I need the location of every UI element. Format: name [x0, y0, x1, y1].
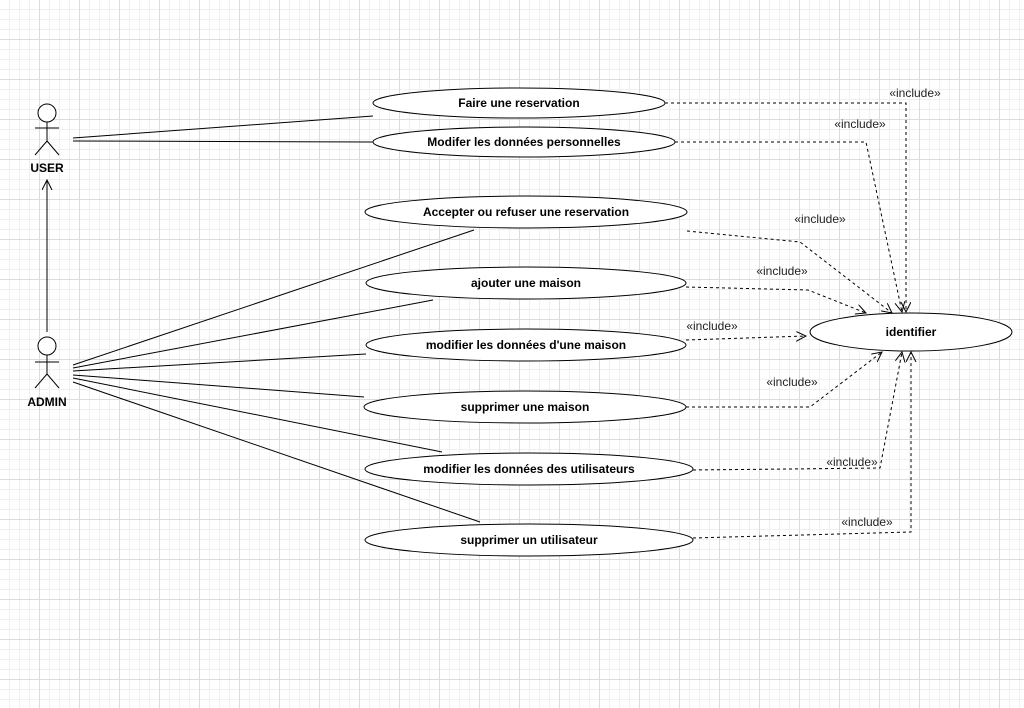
use-case-modifier-perso[interactable]: Modifer les données personnelles	[372, 126, 676, 158]
include-faire-reservation	[665, 102, 906, 312]
association-admin-modifier-utilisateurs	[72, 377, 443, 453]
use-case-supprimer-maison-label: supprimer une maison	[461, 400, 590, 414]
association-admin-supprimer-maison	[72, 374, 365, 398]
association-admin-modifier-maison	[72, 353, 367, 372]
use-case-faire-reservation[interactable]: Faire une reservation	[372, 87, 666, 119]
use-case-supprimer-utilisateur[interactable]: supprimer un utilisateur	[364, 523, 694, 557]
use-case-faire-reservation-label: Faire une reservation	[458, 96, 579, 110]
use-case-ajouter-maison[interactable]: ajouter une maison	[365, 266, 687, 300]
association-admin-supprimer-utilisateur	[72, 381, 481, 523]
include-modifier-maison	[685, 336, 806, 340]
include-label-3: «include»	[794, 212, 846, 226]
use-case-modifier-perso-label: Modifer les données personnelles	[427, 135, 621, 149]
use-case-modifier-maison-label: modifier les données d'une maison	[426, 338, 626, 352]
include-label-8: «include»	[841, 515, 893, 529]
actor-user[interactable]	[34, 103, 60, 156]
use-case-identifier[interactable]: identifier	[809, 312, 1013, 352]
include-label-4: «include»	[756, 264, 808, 278]
include-label-1: «include»	[889, 86, 941, 100]
use-case-modifier-utilisateurs-label: modifier les données des utilisateurs	[423, 462, 635, 476]
use-case-accepter-refuser-label: Accepter ou refuser une reservation	[423, 205, 629, 219]
actor-admin-label: ADMIN	[27, 395, 66, 409]
include-label-2: «include»	[834, 117, 886, 131]
association-user-faire-reservation	[72, 115, 374, 139]
include-accepter-refuser	[686, 230, 892, 313]
use-case-ajouter-maison-label: ajouter une maison	[471, 276, 581, 290]
actor-user-label: USER	[30, 161, 64, 175]
use-case-modifier-maison[interactable]: modifier les données d'une maison	[365, 328, 687, 362]
use-case-supprimer-maison[interactable]: supprimer une maison	[363, 390, 687, 424]
include-ajouter-maison	[685, 286, 866, 313]
include-modifier-utilisateurs	[692, 352, 902, 471]
use-case-identifier-label: identifier	[886, 325, 937, 339]
include-modifier-perso	[675, 141, 902, 312]
actor-admin[interactable]	[34, 336, 60, 389]
include-label-6: «include»	[766, 375, 818, 389]
include-label-7: «include»	[826, 455, 878, 469]
association-user-modifier-perso	[72, 140, 374, 143]
include-label-5: «include»	[686, 319, 738, 333]
association-admin-ajouter-maison	[72, 299, 434, 369]
use-case-accepter-refuser[interactable]: Accepter ou refuser une reservation	[364, 195, 688, 229]
association-admin-accepter-refuser	[72, 229, 475, 366]
use-case-modifier-utilisateurs[interactable]: modifier les données des utilisateurs	[364, 452, 694, 486]
use-case-supprimer-utilisateur-label: supprimer un utilisateur	[460, 533, 598, 547]
include-supprimer-utilisateur	[692, 352, 911, 539]
